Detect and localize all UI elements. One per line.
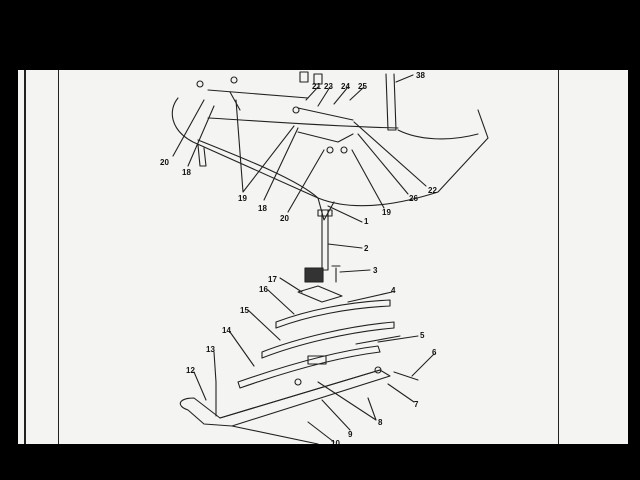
bolt-a [196,80,204,88]
spindle-shaft [321,209,329,271]
body-rear-curve [397,129,479,140]
spring-plate-mid [307,355,327,365]
leader-3 [339,269,371,273]
callout-16: 16 [259,285,268,294]
spring-leaf-3 [237,345,381,389]
callout-15: 15 [240,306,249,315]
page-left-inner-border [58,70,59,444]
nut-a [299,71,309,83]
leader-10 [307,421,335,443]
leader-25 [349,86,365,101]
bolt-b [230,76,238,84]
spindle-collar [317,209,333,217]
leader-5 [377,335,419,343]
leader-20a [172,99,205,157]
callout-2: 2 [364,244,369,253]
callout-22: 22 [428,186,437,195]
callout-12: 12 [186,366,195,375]
leader-26 [357,133,409,195]
leader-8 [317,381,377,421]
spring-plate-top [297,285,343,303]
leader-23 [317,86,331,107]
spindle-block [304,267,324,283]
callout-7: 7 [414,400,419,409]
bolt-c [292,106,300,114]
callout-8: 8 [378,418,383,427]
leader-12 [193,371,207,401]
tie-rod-cross [229,91,241,111]
tie-rod-left [207,89,309,99]
callout-4: 4 [391,286,396,295]
page-left-border [24,70,26,444]
leader-13 [213,351,217,383]
bolt-d [340,146,348,154]
callout-24: 24 [341,82,350,91]
ski-body [179,369,391,427]
spring-bolt-6 [393,371,419,381]
body-outline [171,97,489,207]
bolt-3 [331,265,341,283]
callout-3: 3 [373,266,378,275]
spring-bolt-5 [355,335,401,345]
callout-25: 25 [358,82,367,91]
leader-16 [267,289,295,315]
leader-9 [321,399,351,431]
ski-inner-edge [219,369,381,419]
exploded-parts-diagram: 38 21 23 24 25 20 18 19 18 20 1 19 26 22… [160,71,489,444]
callout-18: 18 [182,168,191,177]
callout-1: 1 [364,217,369,226]
leader-19b [351,149,385,209]
nut-b [313,73,323,85]
body-keel [317,197,335,221]
callout-14: 14 [222,326,231,335]
body-lower-curve [197,139,319,199]
leader-17 [279,277,303,293]
leader-24 [333,86,349,105]
leader-18a [187,105,215,167]
leader-6 [411,353,435,377]
leader-21 [305,86,319,101]
callout-18: 18 [258,204,267,213]
callout-9: 9 [348,430,353,439]
leader-2 [327,243,363,249]
leader-19a [235,99,295,193]
body-upper-post [385,73,397,131]
scanned-page: 38 21 23 24 25 20 18 19 18 20 1 19 26 22… [18,70,628,444]
leader-22 [353,121,427,187]
callout-6: 6 [432,348,437,357]
callout-5: 5 [420,331,425,340]
leader-15 [247,309,281,341]
ski-washer-2 [374,366,382,374]
leader-20b [287,149,325,213]
callout-17: 17 [268,275,277,284]
leader-1 [327,205,363,223]
callout-19: 19 [238,194,247,203]
callout-21: 21 [312,82,321,91]
leader-18b [263,127,299,201]
spring-leaf-1 [275,299,391,329]
page-right-border [558,70,559,444]
leader-4 [347,291,393,303]
body-inner-line [207,117,399,129]
callout-26: 26 [409,194,418,203]
callout-10: 10 [331,439,340,444]
leader-7 [387,383,415,403]
spring-leaf-2 [261,321,395,359]
callout-19: 19 [382,208,391,217]
arm-link [297,131,354,143]
callout-13: 13 [206,345,215,354]
bolt-e [326,146,334,154]
callout-23: 23 [324,82,333,91]
callout-20: 20 [160,158,169,167]
body-rear-post [197,144,207,167]
callout-20: 20 [280,214,289,223]
callout-38: 38 [416,71,425,80]
leader-14 [229,331,255,367]
leader-38 [395,74,414,83]
ski-runner [231,425,319,444]
ski-washer [294,378,302,386]
tie-rod-right [297,107,354,121]
